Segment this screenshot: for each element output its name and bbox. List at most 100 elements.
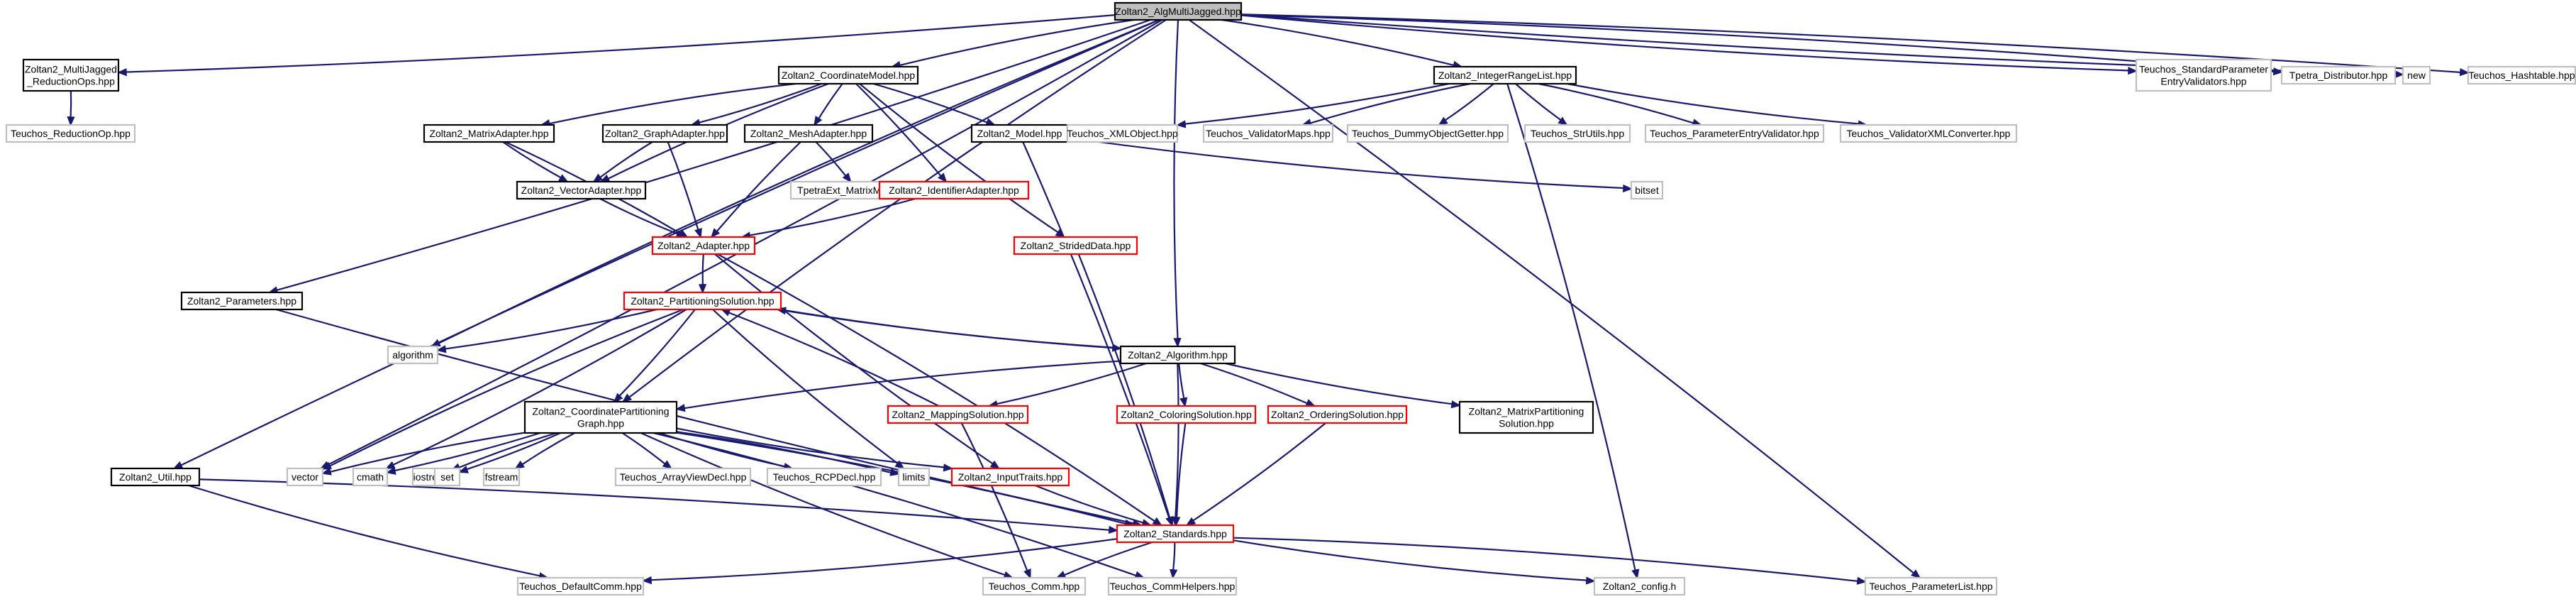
edge-line: [1175, 363, 1179, 518]
edge-line: [1445, 83, 1494, 121]
node-teuchos_defaultcomm[interactable]: Teuchos_DefaultComm.hpp: [516, 576, 645, 596]
arrowhead-icon: [938, 172, 948, 183]
edge-line: [855, 83, 942, 177]
node-teuchos_comm[interactable]: Teuchos_Comm.hpp: [982, 576, 1087, 596]
edge-coordinate_partitioning_graph-to-teuchos_arrayviewdecl: [621, 432, 672, 470]
edge-root-to-teuchos_std_param: [1240, 14, 2138, 75]
node-vector_adapter[interactable]: Zoltan2_VectorAdapter.hpp: [516, 180, 647, 200]
edge-line: [445, 308, 657, 350]
node-teuchos_rcpdecl[interactable]: Teuchos_RCPDecl.hpp: [766, 467, 882, 487]
node-teuchos_xmlobject[interactable]: Teuchos_XMLObject.hpp: [1066, 123, 1179, 143]
edge-coloring_solution-to-standards: [1172, 422, 1187, 527]
edge-coordinate_partitioning_graph-to-vector: [321, 432, 526, 476]
node-coloring_solution[interactable]: Zoltan2_ColoringSolution.hpp: [1116, 405, 1257, 424]
node-label: Zoltan2_OrderingSolution.hpp: [1271, 409, 1404, 420]
node-teuchos_hashtable[interactable]: Teuchos_Hashtable.hpp: [2467, 65, 2576, 85]
node-model[interactable]: Zoltan2_Model.hpp: [970, 123, 1069, 143]
node-mapping_solution[interactable]: Zoltan2_MappingSolution.hpp: [887, 405, 1029, 424]
node-bitset[interactable]: bitset: [1630, 180, 1664, 200]
node-identifier_adapter[interactable]: Zoltan2_IdentifierAdapter.hpp: [878, 180, 1030, 200]
node-teuchos_validatorxmlconverter[interactable]: Teuchos_ValidatorXMLConverter.hpp: [1839, 123, 2018, 143]
edge-root-to-tpetra_distributor: [1240, 13, 2283, 76]
node-set[interactable]: set: [433, 467, 461, 487]
edge-line: [1064, 541, 1153, 576]
edge-line: [699, 82, 822, 123]
node-box: [1593, 576, 1686, 596]
node-teuchos_paramentryvalidator[interactable]: Teuchos_ParameterEntryValidator.hpp: [1644, 123, 1825, 143]
node-standards[interactable]: Zoltan2_Standards.hpp: [1116, 524, 1235, 544]
node-algorithm_hpp[interactable]: Zoltan2_Algorithm.hpp: [1119, 345, 1236, 365]
node-label: Zoltan2_CoordinateModel.hpp: [782, 70, 916, 81]
arrowhead-icon: [698, 284, 707, 294]
node-matrix_adapter[interactable]: Zoltan2_MatrixAdapter.hpp: [423, 123, 555, 143]
node-parameters[interactable]: Zoltan2_Parameters.hpp: [180, 291, 304, 311]
edge-line: [1567, 82, 1859, 125]
arrowhead-icon: [1170, 569, 1178, 579]
edge-standards-to-teuchos_commhelpers: [1170, 542, 1178, 579]
node-label: Teuchos_Comm.hpp: [989, 581, 1080, 592]
edge-partitioning_solution-to-cmath: [384, 309, 687, 469]
edge-line: [1178, 363, 1185, 399]
node-box: [387, 345, 439, 365]
node-teuchos_parameterlist[interactable]: Teuchos_ParameterList.hpp: [1864, 576, 1998, 596]
node-strided_data[interactable]: Zoltan2_StridedData.hpp: [1013, 236, 1138, 256]
node-algorithm_std[interactable]: algorithm: [387, 345, 439, 365]
node-fstream[interactable]: fstream: [482, 467, 521, 487]
edge-strided_data-to-standards: [1077, 253, 1174, 527]
node-partitioning_solution[interactable]: Zoltan2_PartitioningSolution.hpp: [623, 291, 782, 311]
arrowhead-icon: [67, 116, 75, 126]
node-label: _ReductionOps.hpp: [26, 76, 115, 87]
node-label: Zoltan2_PartitioningSolution.hpp: [631, 295, 775, 307]
arrowhead-icon: [662, 460, 672, 470]
node-box: [110, 467, 201, 487]
edge-util-to-teuchos_defaultcomm: [188, 484, 549, 581]
node-label: Zoltan2_StridedData.hpp: [1021, 240, 1131, 251]
node-input_traits[interactable]: Zoltan2_InputTraits.hpp: [950, 467, 1070, 487]
node-box: [1013, 236, 1138, 256]
node-label: Teuchos_DummyObjectGetter.hpp: [1352, 128, 1504, 139]
edge-algorithm_hpp-to-coloring_solution: [1178, 363, 1188, 407]
node-box: [1107, 576, 1238, 596]
node-ordering_solution[interactable]: Zoltan2_OrderingSolution.hpp: [1267, 405, 1408, 424]
node-cmath[interactable]: cmath: [352, 467, 389, 487]
node-integer_range_list[interactable]: Zoltan2_IntegerRangeList.hpp: [1433, 65, 1577, 85]
node-box: [623, 291, 782, 311]
edge-adapter-to-input_traits: [714, 253, 1001, 470]
node-box: [22, 58, 120, 92]
edge-line: [1173, 19, 1179, 339]
node-box: [286, 467, 324, 487]
edge-adapter-to-standards: [717, 253, 1162, 527]
edge-algorithm_hpp-to-coordinate_partitioning_graph: [675, 360, 1121, 412]
node-teuchos_reductionop[interactable]: Teuchos_ReductionOp.hpp: [5, 123, 136, 143]
node-mj_reduction[interactable]: Zoltan2_MultiJagged_ReductionOps.hpp: [22, 58, 120, 92]
node-box: [878, 180, 1030, 200]
node-root[interactable]: Zoltan2_AlgMultiJagged.hpp: [1114, 1, 1243, 21]
node-label: Zoltan2_Parameters.hpp: [187, 295, 296, 307]
node-mesh_adapter[interactable]: Zoltan2_MeshAdapter.hpp: [743, 123, 874, 143]
node-teuchos_commhelpers[interactable]: Teuchos_CommHelpers.hpp: [1107, 576, 1238, 596]
node-coordinate_model[interactable]: Zoltan2_CoordinateModel.hpp: [777, 65, 919, 85]
node-zoltan2_config[interactable]: Zoltan2_config.h: [1593, 576, 1686, 596]
node-new[interactable]: new: [2402, 65, 2431, 85]
node-label: Solution.hpp: [1499, 418, 1554, 429]
node-label: Teuchos_ReductionOp.hpp: [11, 128, 131, 139]
edge-mesh_adapter-to-tpetraext_matrixmatrix: [815, 141, 852, 183]
node-adapter[interactable]: Zoltan2_Adapter.hpp: [651, 236, 756, 256]
edge-root-to-mj_reduction: [117, 14, 1116, 77]
node-vector[interactable]: vector: [286, 467, 324, 487]
node-teuchos_std_param[interactable]: Teuchos_StandardParameterEntryValidators…: [2135, 58, 2272, 92]
edge-model-to-bitset: [1067, 137, 1633, 193]
node-limits[interactable]: limits: [897, 467, 931, 487]
node-teuchos_strutils[interactable]: Teuchos_StrUtils.hpp: [1523, 123, 1631, 143]
node-graph_adapter[interactable]: Zoltan2_GraphAdapter.hpp: [601, 123, 728, 143]
node-teuchos_validatormaps[interactable]: Teuchos_ValidatorMaps.hpp: [1202, 123, 1334, 143]
arrowhead-icon: [613, 392, 623, 403]
node-teuchos_dummyobjectgetter[interactable]: Teuchos_DummyObjectGetter.hpp: [1346, 123, 1509, 143]
node-util[interactable]: Zoltan2_Util.hpp: [110, 467, 201, 487]
node-teuchos_arrayviewdecl[interactable]: Teuchos_ArrayViewDecl.hpp: [614, 467, 752, 487]
node-tpetra_distributor[interactable]: Tpetra_Distributor.hpp: [2280, 65, 2397, 85]
edge-partitioning_solution-to-coordinate_partitioning_graph: [613, 309, 696, 403]
edge-line: [1233, 537, 1858, 582]
